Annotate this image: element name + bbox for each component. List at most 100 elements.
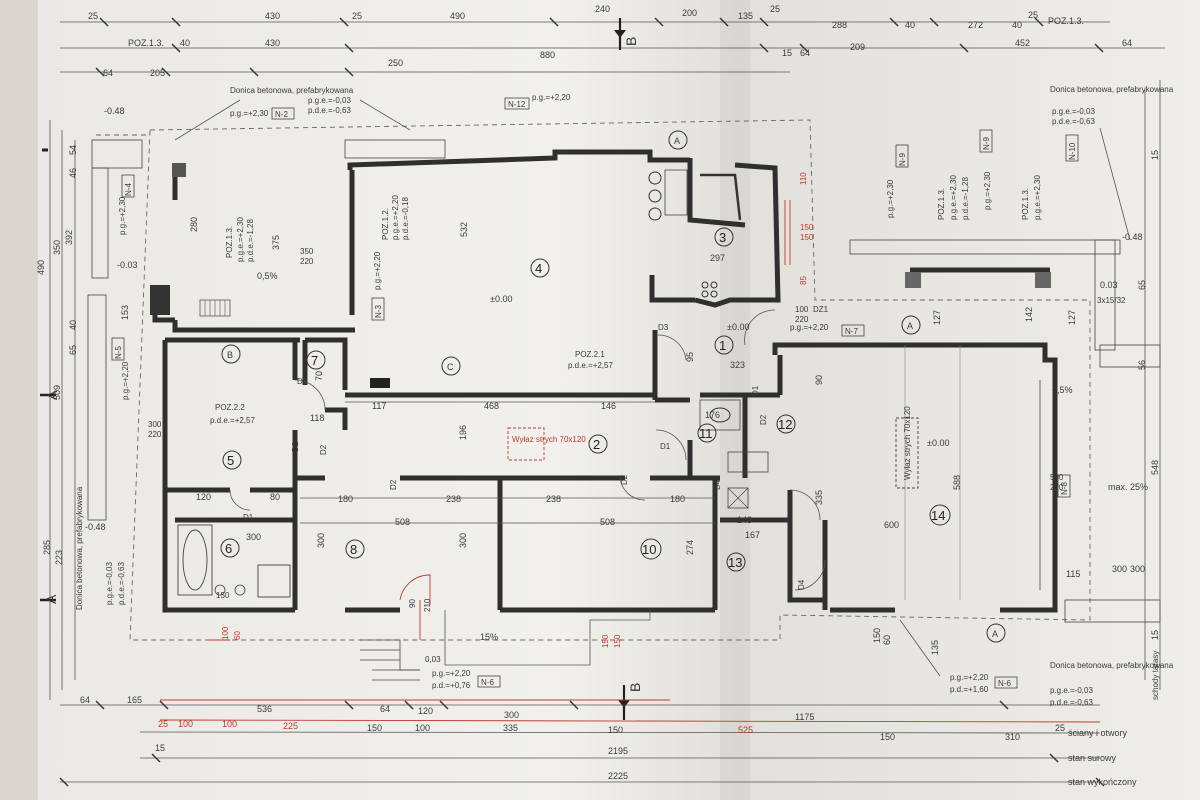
dim-r2-150b: 150 <box>608 725 623 735</box>
poz13-left-v: POZ.1.3. <box>225 226 234 258</box>
right-dimension-lines <box>1144 80 1161 690</box>
legend-surowy: stan surowy <box>1068 753 1117 763</box>
dim-r2-310: 310 <box>1005 732 1020 742</box>
dim-r2-25: 25 <box>158 719 168 729</box>
room-8: 8 <box>350 542 357 557</box>
dim-left-350: 350 <box>52 240 62 255</box>
n12-marker: N-12 <box>508 100 526 109</box>
level-000-living: ±0.00 <box>490 294 512 304</box>
dim-r3-2195: 2195 <box>608 746 628 756</box>
dim-top-64b: 64 <box>1122 38 1132 48</box>
dim-left-40: 40 <box>68 320 78 330</box>
dim-95: 95 <box>685 352 695 362</box>
red-window-lines <box>159 200 1101 723</box>
lamp-150: 150 <box>216 591 230 600</box>
n3-marker: N-3 <box>374 305 383 318</box>
door-d2e: D2 <box>759 414 768 425</box>
n5-marker: N-5 <box>114 346 123 359</box>
dim-335: 335 <box>814 490 824 505</box>
bottom-pd-right: p.d.=+1,60 <box>950 685 989 694</box>
dim-left-285: 285 <box>42 540 52 555</box>
bottom-dimension-texts: 64 165 536 64 120 300 1175 25 100 100 22… <box>80 695 1137 787</box>
level-000-garage: ±0.00 <box>927 438 949 448</box>
n3-pg: p.g.=+2,20 <box>373 251 382 290</box>
win-150c: 150 <box>601 634 610 648</box>
door-210: 210 <box>423 598 432 612</box>
door-d1c: D1 <box>751 385 760 396</box>
top-dimension-texts: 25 430 25 490 240 200 135 25 288 40 272 … <box>88 4 1132 78</box>
paper-sheet <box>38 0 1200 800</box>
dim-right-65: 65 <box>1137 280 1147 290</box>
interior-dimensions: 532 468 117 146 180 238 238 180 508 508 … <box>189 217 1127 655</box>
dim-top-288: 288 <box>832 20 847 30</box>
dim-bottom-165: 165 <box>127 695 142 705</box>
dim-r2-25b: 25 <box>1055 723 1065 733</box>
donica-left-title: Donica betonowa, prefabrykowana <box>230 86 354 95</box>
poz13-r1: POZ.1.3. <box>937 188 946 220</box>
dim-top-135: 135 <box>738 11 753 21</box>
dim-left-223: 223 <box>54 550 64 565</box>
poz13-left-pde: p.d.e.=-1,28 <box>246 219 255 262</box>
dim-300c: 300 <box>246 532 261 542</box>
level-000-hall: ±0.00 <box>727 322 749 332</box>
n9b-marker: N-9 <box>982 137 991 150</box>
level-003-left: -0.03 <box>117 260 138 270</box>
slope-05-right: 0,5% <box>1052 385 1073 395</box>
dim-r2-335: 335 <box>503 723 518 733</box>
bottom-pg-right: p.g.=+2,20 <box>950 673 989 682</box>
door-d3: D3 <box>658 323 669 332</box>
section-b-label-bottom: B <box>627 683 643 692</box>
n6-right-marker: N-6 <box>998 679 1011 688</box>
slope-05-left: 0,5% <box>257 271 278 281</box>
room-labels: 4 3 1 2 5 6 7 8 10 11 12 13 14 <box>220 227 951 572</box>
wylaz-center: Wyłaz strych 70x120 <box>512 435 586 444</box>
axis-b-left: B <box>227 350 233 360</box>
section-a-label-left-2: A <box>43 594 59 604</box>
donica-right-pge: p.g.e.=-0,03 <box>1052 107 1095 116</box>
dim-right-300: 300 <box>1130 564 1145 574</box>
left-dimension-lines <box>49 120 76 700</box>
dim-top-25a: 25 <box>88 11 98 21</box>
win-150d: 150 <box>613 634 622 648</box>
poz21-label: POZ.2.1 <box>575 350 605 359</box>
poz13-right-label: POZ.1.3. <box>1048 16 1084 26</box>
poz22-pde: p.d.e.=+2,57 <box>210 416 255 425</box>
schody-label: schody tarasy <box>1151 651 1160 700</box>
top-dimension-lines <box>60 17 1165 77</box>
dim-r2-100c: 100 <box>415 723 430 733</box>
door-220-garage: 220 <box>1050 483 1064 492</box>
bottom-pd-left: p.d.=+0,76 <box>432 681 471 690</box>
door-220: 220 <box>795 315 809 324</box>
win-85: 85 <box>799 276 808 285</box>
dim-297: 297 <box>710 253 725 263</box>
dim-375: 375 <box>271 235 281 250</box>
n2-pg: p.g.=+2,30 <box>230 109 269 118</box>
dim-top-25b: 25 <box>352 11 362 21</box>
dim-238b: 238 <box>546 494 561 504</box>
poz13-left-label: POZ.1.3. <box>128 38 164 48</box>
dim-top-64a: 64 <box>800 48 810 58</box>
dim-532: 532 <box>459 222 469 237</box>
dim-top-205: 205 <box>150 68 165 78</box>
win-110: 110 <box>799 172 808 185</box>
dim-top-209: 209 <box>850 42 865 52</box>
top-annotations: Donica betonowa, prefabrykowana p.g.e.=-… <box>85 85 1174 532</box>
dim-top-40a: 40 <box>905 20 915 30</box>
level-048-bottom-left: -0.48 <box>85 522 106 532</box>
door-swings <box>229 309 826 605</box>
n9a-marker: N-9 <box>898 153 907 166</box>
donica-right-pde: p.d.e.=-0,63 <box>1052 117 1095 126</box>
win-60: 60 <box>233 631 242 640</box>
n6-left-marker: N-6 <box>481 678 494 687</box>
door-d2d: D2 <box>620 474 629 485</box>
dim-150: 150 <box>872 628 882 643</box>
dim-323: 323 <box>730 360 745 370</box>
door-d4a: D4 <box>797 579 806 590</box>
bottom-pge-left: 0,03 <box>425 655 441 664</box>
donica-right-title: Donica betonowa, prefabrykowana <box>1050 85 1174 94</box>
dim-127a: 127 <box>932 310 942 325</box>
bottom-pg-left: p.g.=+2,20 <box>432 669 471 678</box>
poz13-r2-pge: p.g.e.=+2,30 <box>1033 175 1042 220</box>
dim-90: 90 <box>814 375 824 385</box>
